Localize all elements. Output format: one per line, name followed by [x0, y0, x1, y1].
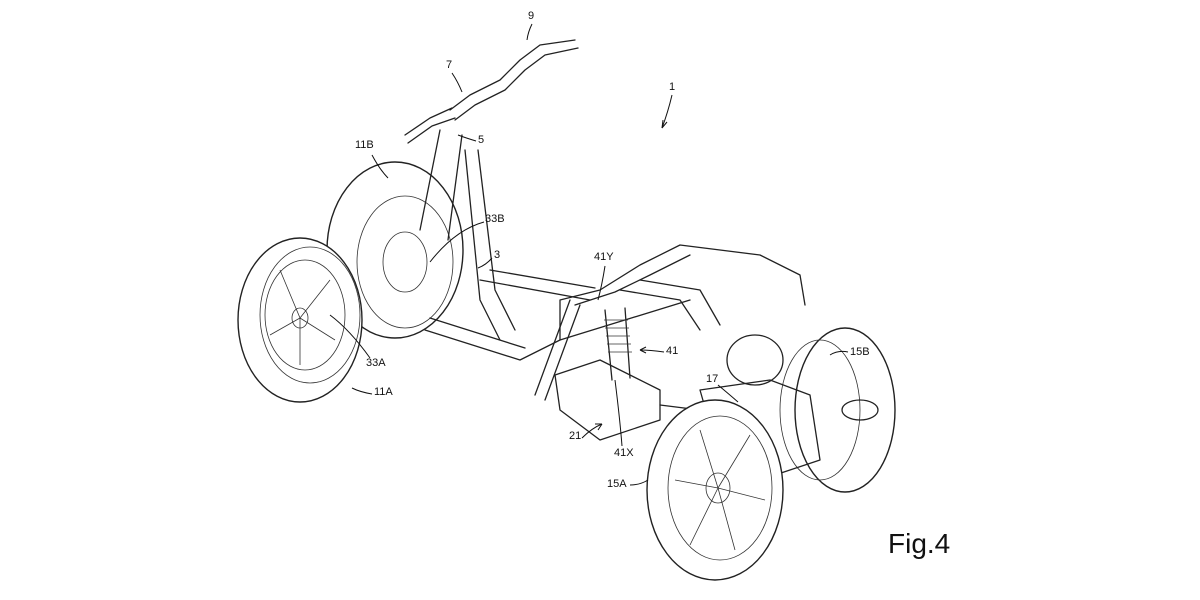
front-wheel-left	[237, 237, 363, 403]
leader-lines	[329, 23, 849, 486]
label-steering-column: 5	[478, 134, 485, 146]
label-steering-head: 7	[446, 59, 453, 71]
rear-wheel-right	[779, 327, 896, 493]
label-rear-wheel-left: 15A	[607, 478, 627, 490]
figure-caption: Fig.4	[888, 528, 951, 559]
label-shock-axis-y: 41Y	[594, 251, 614, 263]
label-engine: 17	[706, 373, 719, 385]
label-vehicle: 1	[669, 81, 676, 93]
label-front-brake-right: 33B	[485, 213, 505, 225]
label-shock-absorber: 41	[666, 345, 679, 357]
label-front-brake-left: 33A	[366, 357, 386, 369]
label-rear-suspension: 21	[569, 430, 582, 442]
label-front-wheel-right: 11B	[355, 139, 374, 151]
label-front-wheel-left: 11A	[374, 386, 393, 398]
label-rear-wheel-right: 15B	[850, 346, 870, 358]
rear-wheel-left	[646, 399, 784, 581]
label-shock-axis-x: 41X	[614, 447, 634, 459]
label-frame: 3	[494, 249, 501, 261]
shock-absorber	[604, 307, 632, 381]
label-handlebar: 9	[528, 10, 535, 22]
frame	[404, 39, 806, 401]
